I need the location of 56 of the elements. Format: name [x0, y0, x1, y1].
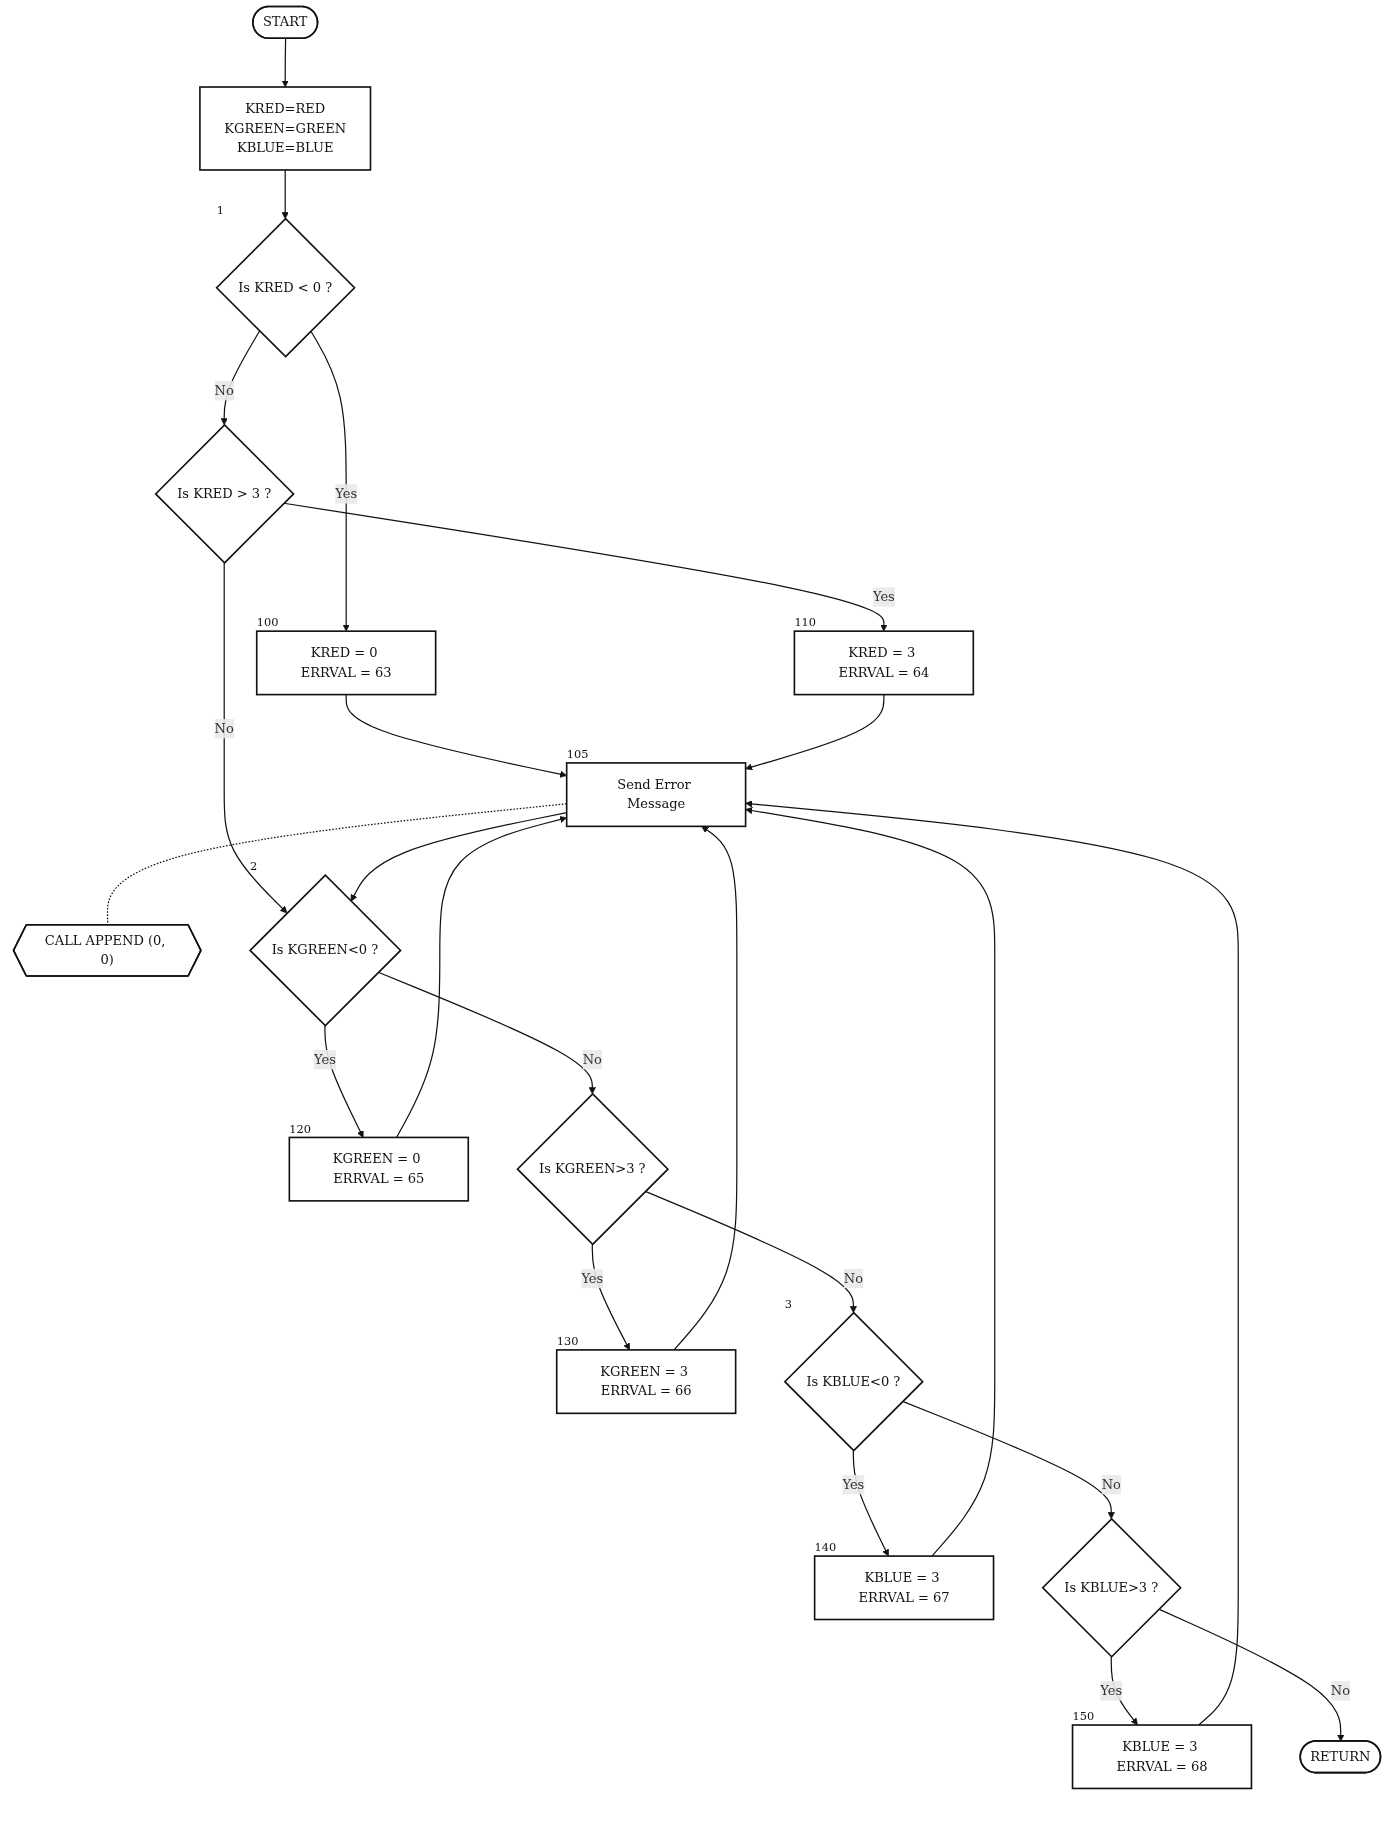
- arrow: [745, 800, 1239, 1726]
- node-diamond: [215, 217, 356, 358]
- node-diamond: [248, 874, 402, 1027]
- step-number: 130: [556, 1334, 579, 1349]
- node-diamond: [516, 1092, 670, 1246]
- edge-label: Yes: [842, 1476, 865, 1493]
- arrow: [1110, 1656, 1138, 1726]
- edge-label: No: [1330, 1682, 1350, 1699]
- arrow: [673, 826, 738, 1351]
- step-number: 100: [256, 615, 279, 630]
- arrow: [745, 694, 885, 771]
- node-box: [288, 1136, 470, 1202]
- arrow: [902, 1400, 1115, 1520]
- edge-label: No: [843, 1270, 863, 1286]
- step-number: 105: [566, 747, 589, 762]
- arrow: [220, 330, 261, 426]
- edge-label: No: [582, 1051, 602, 1068]
- arrow: [281, 38, 289, 88]
- node-box: [255, 630, 437, 696]
- edge-label: Yes: [335, 485, 358, 502]
- step-number: 120: [289, 1121, 312, 1136]
- arrow: [852, 1449, 889, 1557]
- arrow: [223, 562, 288, 914]
- node-diamond: [154, 423, 295, 564]
- node-box: [793, 630, 975, 696]
- node-box: [813, 1555, 995, 1621]
- step-number: 140: [814, 1540, 837, 1555]
- edge-label: No: [214, 720, 234, 737]
- arrow: [395, 816, 567, 1139]
- edge-label: Yes: [1100, 1682, 1123, 1699]
- arrow: [283, 502, 888, 632]
- node-diamond: [1041, 1517, 1182, 1658]
- arrow: [745, 807, 996, 1557]
- edge-label: Yes: [872, 588, 895, 605]
- arrow: [1158, 1608, 1345, 1742]
- step-number: 110: [794, 615, 817, 630]
- arrow: [310, 330, 350, 632]
- edge-label: Yes: [581, 1270, 604, 1286]
- arrow: [345, 694, 567, 778]
- step-number: 2: [250, 859, 258, 874]
- arrow: [591, 1243, 630, 1351]
- node-box: [199, 86, 372, 171]
- node-box: [555, 1349, 737, 1415]
- arrow: [377, 971, 596, 1095]
- edge-label: No: [214, 382, 234, 399]
- arrow: [281, 169, 289, 220]
- edge-label: Yes: [314, 1051, 336, 1068]
- arrow: [644, 1190, 857, 1314]
- edge-label: No: [1101, 1476, 1121, 1493]
- step-number: 1: [216, 202, 224, 217]
- node-diamond: [783, 1311, 924, 1452]
- node-box: [565, 762, 747, 828]
- node-box: [1071, 1724, 1253, 1790]
- step-number: 3: [784, 1296, 793, 1311]
- step-number: 150: [1072, 1709, 1095, 1724]
- arrow: [324, 1025, 364, 1138]
